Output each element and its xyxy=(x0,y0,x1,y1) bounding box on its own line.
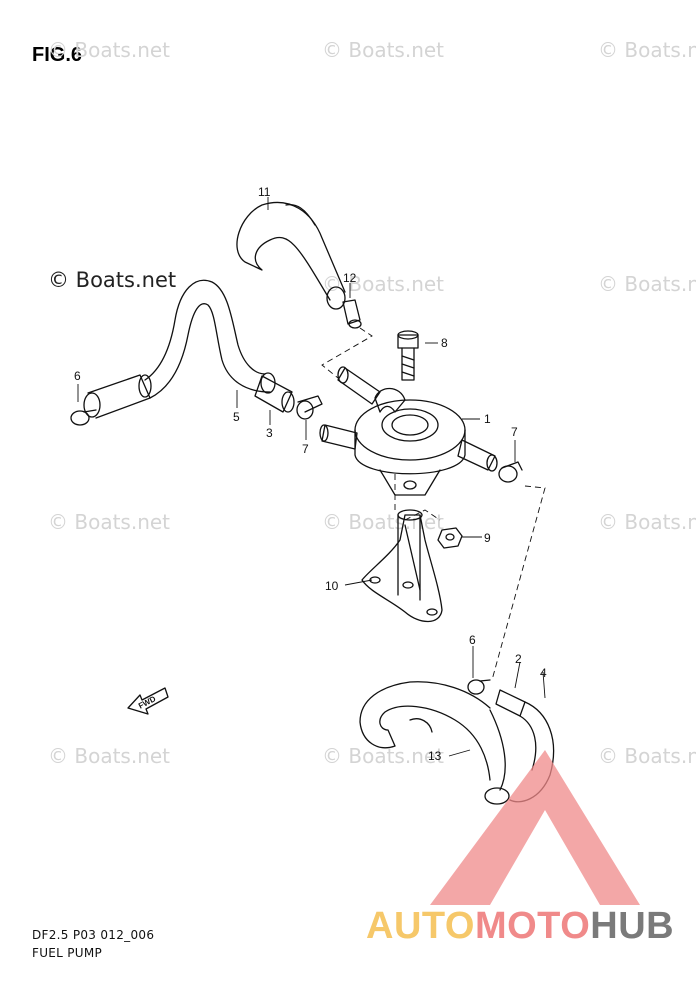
part-label-11: 11 xyxy=(258,185,271,199)
brand-part-moto: MOTO xyxy=(474,905,591,947)
hose-part-11 xyxy=(236,201,346,310)
watermark: © Boats.net xyxy=(48,510,171,534)
bracket-part-10 xyxy=(361,509,443,623)
watermark: © Boats.net xyxy=(322,38,445,62)
tube-end-left xyxy=(83,374,152,419)
part-label-8: 8 xyxy=(441,336,448,350)
part-label-9: 9 xyxy=(484,531,491,545)
clip-part-6-right xyxy=(467,679,491,695)
clamp-part-7-left xyxy=(296,395,323,420)
part-label-5: 5 xyxy=(233,410,240,424)
part-label-12: 12 xyxy=(343,271,357,285)
brand-wordmark: AUTOMOTOHUB xyxy=(366,905,674,948)
fwd-arrow-icon xyxy=(127,687,169,715)
part-label-2: 2 xyxy=(515,652,522,666)
watermark: © Boats.net xyxy=(598,38,696,62)
bolt-part-8 xyxy=(397,330,419,381)
nut-part-9 xyxy=(437,527,463,549)
figure-title: FIG.6 xyxy=(32,44,83,66)
clip-part-6-left xyxy=(70,409,97,426)
part-label-13: 13 xyxy=(428,749,442,763)
watermark: © Boats.net xyxy=(598,510,696,534)
watermark: © Boats.net xyxy=(322,272,445,296)
part-label-10: 10 xyxy=(325,579,339,593)
part-label-7-right: 7 xyxy=(511,425,518,439)
clamp-part-7-right xyxy=(498,461,523,483)
part-label-7-left: 7 xyxy=(302,442,309,456)
watermark-strong: © Boats.net xyxy=(48,268,177,292)
tube-part-3 xyxy=(254,375,295,413)
brand-logo-icon xyxy=(430,750,640,905)
part-label-3: 3 xyxy=(266,426,273,440)
watermark: © Boats.net xyxy=(48,38,171,62)
part-label-4: 4 xyxy=(540,666,547,680)
hose-part-5 xyxy=(144,279,276,399)
watermark: © Boats.net xyxy=(598,744,696,768)
brand-part-auto: AUTO xyxy=(366,905,475,947)
part-label-6-left: 6 xyxy=(74,369,81,383)
part-label-6-right: 6 xyxy=(469,633,476,647)
diagram-code: DF2.5 P03 012_006 xyxy=(32,928,155,942)
watermark: © Boats.net xyxy=(598,272,696,296)
part-label-1: 1 xyxy=(484,412,491,426)
fuel-pump-body-part-1 xyxy=(319,366,498,496)
diagram-name: FUEL PUMP xyxy=(32,946,103,960)
watermark: © Boats.net xyxy=(322,510,445,534)
nipple-part-12 xyxy=(342,299,362,329)
brand-part-hub: HUB xyxy=(590,905,675,947)
hose-part-13 xyxy=(359,681,510,805)
watermark: © Boats.net xyxy=(48,744,171,768)
